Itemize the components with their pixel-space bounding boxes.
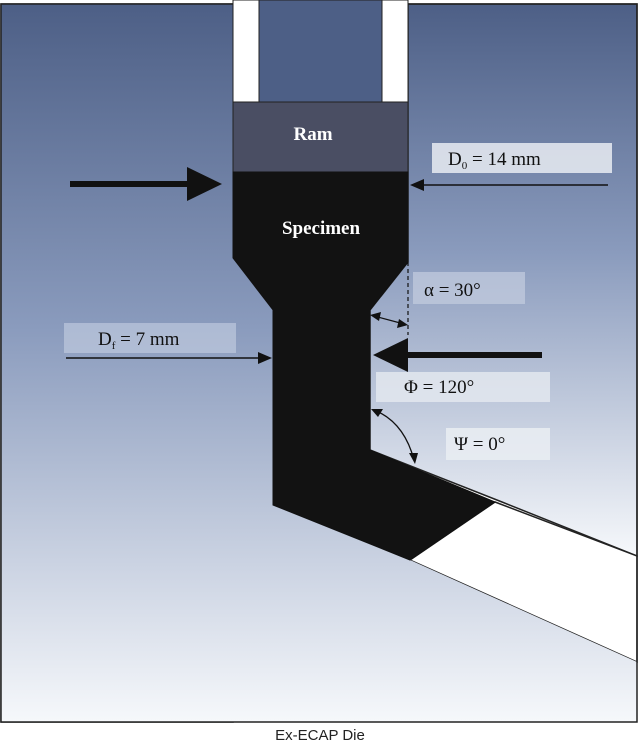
psi-label: Ψ = 0° xyxy=(454,434,505,455)
alpha-angle-arrow xyxy=(370,312,408,328)
phi-angle-arrow xyxy=(371,409,418,464)
df-pointer-arrow xyxy=(66,352,272,364)
phi-label-bg xyxy=(376,372,550,402)
ram-label: Ram xyxy=(293,124,332,145)
ram-slot-left-gap xyxy=(232,0,260,103)
left-force-arrow xyxy=(70,167,222,201)
ram-rod xyxy=(258,0,383,103)
d0-pointer-arrow xyxy=(410,179,608,191)
psi-label-bg xyxy=(446,428,550,460)
df-label-bg xyxy=(64,323,236,353)
right-force-arrow xyxy=(373,338,542,372)
figure-caption: Ex-ECAP Die xyxy=(275,727,365,744)
ram-slot-right-gap xyxy=(381,0,409,103)
alpha-label-bg xyxy=(413,272,525,304)
d0-label-bg xyxy=(432,143,612,173)
d0-label: D0 = 14 mm xyxy=(448,149,541,172)
specimen-label: Specimen xyxy=(282,218,361,239)
ram-block xyxy=(232,101,409,173)
alpha-label: α = 30° xyxy=(424,280,481,301)
phi-label: Φ = 120° xyxy=(404,377,474,398)
df-label: Df = 7 mm xyxy=(98,329,180,352)
specimen xyxy=(232,171,497,561)
